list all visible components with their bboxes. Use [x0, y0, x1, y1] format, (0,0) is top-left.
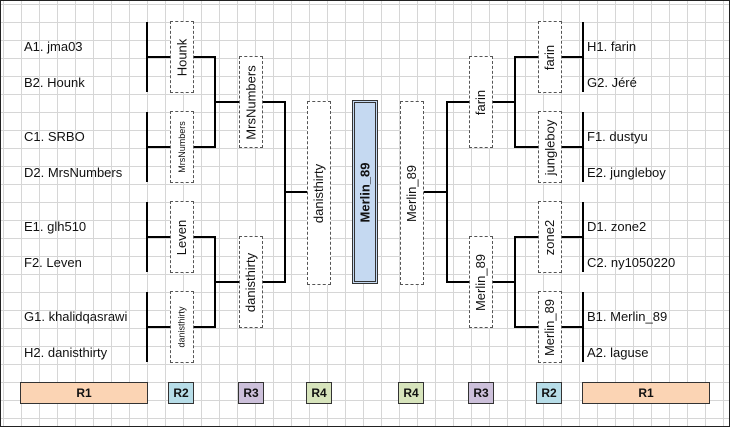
- left-r3-name: MrsNumbers: [243, 64, 259, 140]
- connector-line: [261, 281, 285, 283]
- right-r2-name: farin: [542, 44, 558, 70]
- left-entrant-g1: G1. khalidqasrawi: [24, 309, 128, 324]
- left-r4-name: danisthirty: [311, 163, 327, 223]
- connector-line: [492, 281, 516, 283]
- right-entrant-b1: B1. Merlin_89: [587, 309, 668, 324]
- left-r2-name: Leven: [174, 219, 190, 255]
- left-r3-box: danisthirty: [239, 236, 263, 328]
- connector-line: [560, 146, 584, 148]
- round-label-r4-right: R4: [398, 382, 424, 404]
- right-r4-box: Merlin_89: [400, 101, 424, 285]
- champion-name: Merlin_89: [357, 162, 373, 222]
- round-label-r3-left: R3: [238, 382, 264, 404]
- right-entrant-g2: G2. Jéré: [587, 75, 637, 90]
- left-entrant-c1: C1. SRBO: [24, 129, 85, 144]
- right-r3-name: farin: [473, 89, 489, 115]
- left-r3-box: MrsNumbers: [239, 56, 263, 148]
- round-label-r1-left: R1: [20, 382, 148, 404]
- connector-line: [514, 146, 538, 148]
- connector-line: [514, 326, 538, 328]
- left-r2-box: danisthirty: [170, 291, 194, 363]
- left-r2-box: Hounk: [170, 21, 194, 93]
- left-entrant-d2: D2. MrsNumbers: [24, 165, 123, 180]
- connector-line: [192, 236, 215, 238]
- left-entrant-b2: B2. Hounk: [24, 75, 85, 90]
- connector-line: [214, 281, 239, 283]
- connector-line: [560, 326, 584, 328]
- connector-line: [192, 146, 215, 148]
- left-entrant-e1: E1. glh510: [24, 219, 87, 234]
- right-r2-box: zone2: [538, 201, 562, 273]
- connector-line: [192, 326, 215, 328]
- right-r3-name: Merlin_89: [473, 253, 489, 311]
- right-r2-box: jungleboy: [538, 111, 562, 183]
- right-entrant-e2: E2. jungleboy: [587, 165, 666, 180]
- right-r4-name: Merlin_89: [404, 164, 420, 222]
- champion-box: Merlin_89: [352, 100, 378, 284]
- connector-line: [146, 326, 170, 328]
- connector-line: [284, 191, 307, 193]
- right-entrant-d1: D1. zone2: [587, 219, 647, 234]
- left-r3-name: danisthirty: [243, 252, 259, 312]
- round-label-r3-right: R3: [468, 382, 494, 404]
- left-entrant-f2: F2. Leven: [24, 255, 82, 270]
- left-entrant-h2: H2. danisthirty: [24, 345, 108, 360]
- connector-line: [514, 56, 538, 58]
- connector-line: [492, 101, 516, 103]
- right-entrant-a2: A2. laguse: [587, 345, 649, 360]
- round-label-r2-left: R2: [168, 382, 194, 404]
- connector-line: [192, 56, 215, 58]
- round-label-r4-left: R4: [306, 382, 332, 404]
- right-entrant-c2: C2. ny1050220: [587, 255, 676, 270]
- right-r2-name: jungleboy: [542, 119, 558, 175]
- right-r2-box: farin: [538, 21, 562, 93]
- round-label-r1-right: R1: [582, 382, 710, 404]
- connector-line: [560, 236, 584, 238]
- connector-line: [424, 191, 448, 193]
- left-entrant-a1: A1. jma03: [24, 39, 83, 54]
- connector-line: [560, 56, 584, 58]
- right-r2-name: zone2: [542, 219, 558, 255]
- right-entrant-h1: H1. farin: [587, 39, 637, 54]
- right-r2-name: Merlin_89: [542, 298, 558, 356]
- round-label-r2-right: R2: [536, 382, 562, 404]
- connector-line: [146, 236, 170, 238]
- right-entrant-f1: F1. dustyu: [587, 129, 648, 144]
- connector-line: [214, 101, 239, 103]
- right-r2-box: Merlin_89: [538, 291, 562, 363]
- connector-line: [261, 101, 285, 103]
- left-r2-name: MrsNumbers: [177, 121, 188, 173]
- connector-line: [446, 101, 470, 103]
- connector-line: [146, 56, 170, 58]
- left-r2-box: Leven: [170, 201, 194, 273]
- connector-line: [146, 146, 170, 148]
- right-r3-box: Merlin_89: [469, 236, 493, 328]
- right-r3-box: farin: [469, 56, 493, 148]
- connector-line: [446, 281, 470, 283]
- left-r2-name: Hounk: [174, 38, 190, 76]
- left-r4-box: danisthirty: [307, 101, 331, 285]
- left-r2-name: danisthirty: [177, 306, 187, 348]
- connector-line: [514, 236, 538, 238]
- left-r2-box: MrsNumbers: [170, 111, 194, 183]
